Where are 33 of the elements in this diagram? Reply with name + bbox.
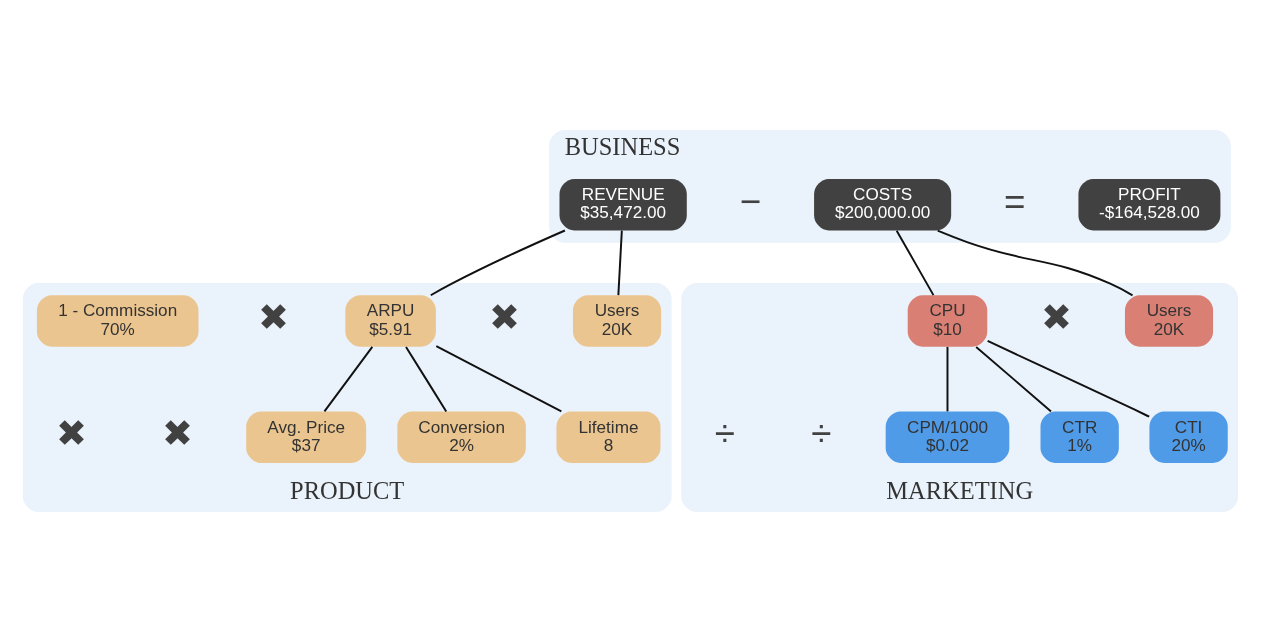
label: = bbox=[1004, 180, 1026, 222]
node-box: ARPU $5.91 bbox=[345, 294, 436, 347]
connector bbox=[936, 229, 1134, 296]
node-box: Lifetime 8 bbox=[556, 411, 661, 463]
node-box: REVENUE $35,472.00 bbox=[559, 178, 687, 230]
node-box: Conversion 2% bbox=[397, 411, 526, 463]
label: ✖ bbox=[162, 412, 194, 454]
connector bbox=[405, 345, 448, 412]
label: ✖ bbox=[488, 296, 520, 338]
node-box: 1 - Commission 70% bbox=[36, 294, 199, 347]
connector bbox=[986, 339, 1151, 418]
node-box: CPU $10 bbox=[907, 294, 988, 347]
node-box: Avg. Price $37 bbox=[246, 411, 367, 463]
label: ✖ bbox=[257, 296, 289, 338]
node-box: Users 20K bbox=[573, 294, 662, 347]
label: ÷ bbox=[714, 412, 735, 454]
node-box: CPM/1000 $0.02 bbox=[885, 411, 1010, 463]
connector bbox=[323, 345, 374, 412]
label: ✖ bbox=[55, 412, 87, 454]
node-box: CTI 20% bbox=[1149, 411, 1228, 463]
connector bbox=[435, 344, 563, 412]
connector bbox=[975, 345, 1052, 412]
node-box: Users 20K bbox=[1124, 294, 1214, 347]
connector bbox=[895, 229, 935, 296]
connector bbox=[429, 229, 566, 296]
node-box: CTR 1% bbox=[1040, 411, 1119, 463]
label: ÷ bbox=[811, 412, 832, 454]
label: − bbox=[739, 180, 762, 222]
node-box: PROFIT -$164,528.00 bbox=[1078, 178, 1221, 230]
connector bbox=[946, 345, 949, 412]
connector bbox=[617, 229, 623, 296]
node-box: COSTS $200,000.00 bbox=[814, 178, 952, 230]
label: ✖ bbox=[1040, 296, 1072, 338]
